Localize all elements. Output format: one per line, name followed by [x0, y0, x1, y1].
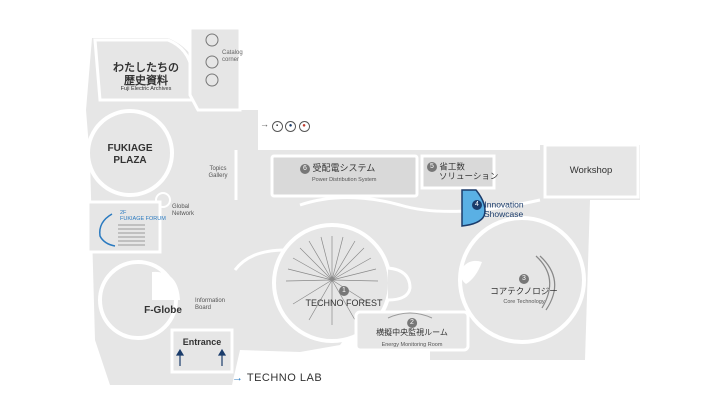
- power-distribution-ja: 受配電システム: [312, 163, 376, 173]
- global-network-label: Global Network: [172, 204, 194, 218]
- energy-monitoring-en: Energy Monitoring Room: [381, 342, 443, 348]
- energy-monitoring-label: 2 横擬中央監視ルーム: [376, 318, 448, 337]
- energy-saving-area[interactable]: [420, 154, 496, 190]
- information-board-line2: Board: [195, 304, 212, 311]
- techno-forest-alcove: [387, 266, 412, 302]
- topics-gallery-line1: Topics: [209, 166, 227, 172]
- catalog-label: Catalog corner: [222, 50, 243, 64]
- fukiage-plaza-label: FUKIAGE PLAZA: [108, 143, 153, 166]
- fukiage-forum-stairs[interactable]: [86, 200, 162, 254]
- restroom-icon[interactable]: → ▪ ● ●: [260, 119, 310, 132]
- global-network-line1: Global: [172, 204, 190, 210]
- number-badge: 6: [300, 163, 310, 174]
- workshop-area[interactable]: [543, 143, 640, 199]
- number-badge: 3: [519, 274, 529, 284]
- stairs-icon: [99, 213, 145, 247]
- energy-saving-line1: 省工数: [439, 161, 465, 172]
- energy-saving-line2: ソリューション: [439, 171, 499, 182]
- core-technology-number: 3: [519, 274, 529, 284]
- workshop-label: Workshop: [569, 165, 613, 176]
- techno-forest-label: TECHNO FOREST: [305, 298, 383, 308]
- number-badge: 1: [339, 286, 349, 296]
- information-board-line1: Information: [195, 298, 226, 304]
- number-badge: 4: [472, 200, 482, 210]
- archives-title: わたしたちの 歴史資料: [113, 62, 179, 87]
- catalog-label-line1: Catalog: [222, 50, 243, 56]
- restroom-icon-2: ●: [285, 121, 297, 132]
- energy-monitoring-room[interactable]: [354, 310, 470, 352]
- innovation-showcase-line2: Showcase: [484, 209, 524, 220]
- power-distribution-label: 6 受配電システム: [300, 163, 375, 174]
- power-distribution-area[interactable]: [270, 154, 419, 198]
- power-distribution-en: Power Distribution System: [312, 177, 377, 183]
- archives-title-line1: わたしたちの: [113, 62, 179, 74]
- catalog-corner[interactable]: [188, 26, 242, 112]
- entrance-arrow-icon: [175, 348, 227, 366]
- innovation-showcase-line1: Innovation: [484, 199, 524, 210]
- arrow-right-icon: →: [232, 372, 244, 384]
- core-technology-notch: [460, 260, 482, 284]
- innovation-showcase-label: 4 Innovation Showcase: [472, 199, 524, 220]
- number-badge: 2: [406, 318, 417, 328]
- tree-sculpture-icon: [285, 236, 379, 325]
- energy-monitoring-curve: [387, 312, 433, 319]
- archives-title-line2: 歴史資料: [124, 74, 168, 87]
- techno-lab-label: TECHNO LAB: [246, 372, 323, 384]
- archives-subtitle: Fuji Electric Archives: [120, 86, 172, 92]
- fukiage-plaza-line1: FUKIAGE: [107, 143, 153, 154]
- arrow-right-icon: →: [260, 119, 269, 129]
- entrance-label: Entrance: [182, 337, 222, 347]
- corridor-wall: [299, 196, 541, 213]
- fukiage-plaza-line2: PLAZA: [113, 154, 147, 166]
- core-technology-arc: [535, 255, 551, 309]
- number-badge: 5: [427, 162, 437, 172]
- core-technology-en: Core Technology: [503, 299, 545, 305]
- female-icon: ●: [298, 121, 310, 132]
- core-technology-arc-2: [539, 255, 556, 311]
- global-network-line2: Network: [172, 210, 195, 217]
- information-board-label: Information Board: [195, 298, 225, 312]
- techno-lab-link[interactable]: → TECHNO LAB: [232, 372, 322, 385]
- catalog-label-line2: corner: [222, 56, 240, 63]
- fukiage-forum-line1: 2F: [120, 210, 127, 216]
- fukiage-forum-line2: FUKIAGE FORUM: [120, 216, 166, 223]
- f-globe-cutout: [152, 271, 180, 300]
- fukiage-forum-label: 2F FUKIAGE FORUM: [120, 210, 166, 223]
- male-icon: ▪: [271, 121, 283, 132]
- catalog-stand-icon: [205, 33, 219, 87]
- core-technology-ja: コアテクノロジー: [490, 286, 558, 296]
- techno-forest-number: 1: [339, 286, 349, 296]
- fukiage-plaza-area[interactable]: [86, 109, 174, 197]
- f-globe-label: F-Globe: [144, 305, 182, 316]
- topics-gallery-label: Topics Gallery: [208, 166, 227, 180]
- energy-monitoring-ja: 横擬中央監視ルーム: [376, 328, 448, 337]
- topics-gallery-line2: Gallery: [208, 172, 228, 179]
- corridor-wall-2: [233, 248, 286, 271]
- energy-saving-label: 5 省工数 ソリューション: [427, 161, 499, 182]
